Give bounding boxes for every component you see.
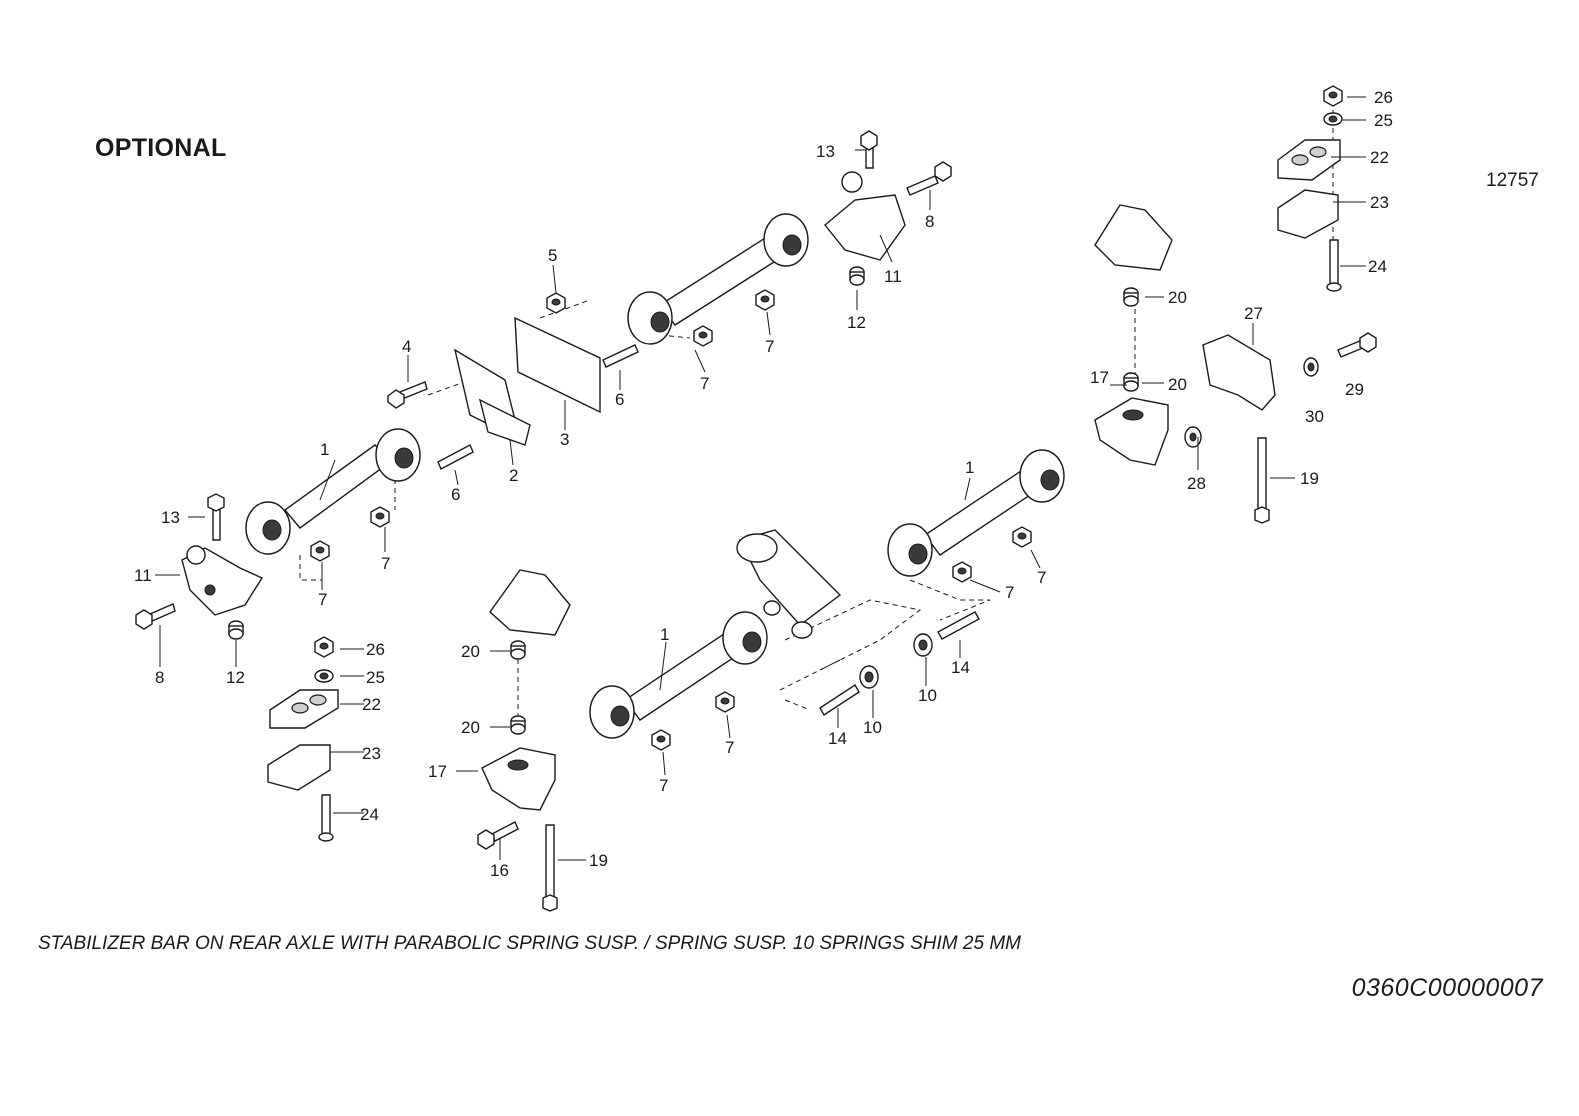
callout-14-a: 14: [828, 729, 847, 748]
callout-20-b: 20: [1168, 375, 1187, 394]
callout-7-g: 7: [1037, 568, 1046, 587]
callout-2: 2: [509, 466, 518, 485]
callout-29: 29: [1345, 380, 1364, 399]
callout-leaders: [155, 96, 1366, 861]
callout-8-top: 8: [925, 212, 934, 231]
callout-7-c: 7: [381, 554, 390, 573]
callout-3: 3: [560, 430, 569, 449]
bump-stop-right: [1094, 204, 1173, 271]
reference-number: 12757: [1486, 170, 1539, 191]
callout-25-right: 25: [1374, 111, 1393, 130]
callout-7-b: 7: [765, 337, 774, 356]
callout-26-right: 26: [1374, 88, 1393, 107]
stabilizer-rod-lower-middle: [589, 611, 768, 739]
callout-20-d: 20: [461, 718, 480, 737]
axle-tube-section: [736, 529, 842, 639]
callout-23-left: 23: [362, 744, 381, 763]
callout-8-left: 8: [155, 668, 164, 687]
callout-24-right: 24: [1368, 257, 1387, 276]
callout-28: 28: [1187, 474, 1206, 493]
callout-7-h: 7: [1005, 583, 1014, 602]
callout-19-center: 19: [589, 851, 608, 870]
bolts-and-studs: [135, 130, 1377, 912]
nuts-washers-bushings: [228, 85, 1343, 751]
stabilizer-rod-lower-right: [887, 449, 1065, 577]
callout-7-a: 7: [700, 374, 709, 393]
optional-label: OPTIONAL: [95, 134, 227, 162]
callout-13-left: 13: [161, 508, 180, 527]
callout-7-d: 7: [318, 590, 327, 609]
callout-10-b: 10: [918, 686, 937, 705]
callout-22-right: 22: [1370, 148, 1389, 167]
spacer-blocks-right: [1277, 139, 1341, 239]
callout-7-e: 7: [725, 738, 734, 757]
callout-4: 4: [402, 337, 411, 356]
callout-19-right: 19: [1300, 469, 1319, 488]
callout-13-top: 13: [816, 142, 835, 161]
diagram-caption: STABILIZER BAR ON REAR AXLE WITH PARABOL…: [38, 933, 1021, 954]
callout-12-top: 12: [847, 313, 866, 332]
callout-numbers: 26 25 22 23 24 20 20 17 27 28 19 29 30 1…: [134, 88, 1393, 880]
callout-17-center: 17: [428, 762, 447, 781]
callout-26-left: 26: [366, 640, 385, 659]
callout-10-a: 10: [863, 718, 882, 737]
callout-7-f: 7: [659, 776, 668, 795]
callout-20-a: 20: [1168, 288, 1187, 307]
callout-12-left: 12: [226, 668, 245, 687]
callout-11-top: 11: [884, 267, 902, 286]
drawing-code: 0360C00000007: [1351, 974, 1543, 1002]
bracket-17-center: [481, 747, 556, 811]
callout-23-right: 23: [1370, 193, 1389, 212]
callout-24-left: 24: [360, 805, 379, 824]
callout-1-lower: 1: [660, 625, 669, 644]
bracket-17-right: [1094, 397, 1169, 466]
callout-20-c: 20: [461, 642, 480, 661]
callout-17-right: 17: [1090, 368, 1109, 387]
callout-16: 16: [490, 861, 509, 880]
callout-5: 5: [548, 246, 557, 265]
bump-stop-center: [489, 569, 571, 636]
callout-11-left: 11: [134, 566, 152, 585]
callout-6-a: 6: [615, 390, 624, 409]
callout-27: 27: [1244, 304, 1263, 323]
stabilizer-rod-upper-left: [245, 428, 421, 555]
stabilizer-rod-upper-middle: [627, 213, 809, 345]
spacer-blocks-left: [267, 689, 339, 791]
bracket-11-top: [824, 171, 906, 261]
callout-6-b: 6: [451, 485, 460, 504]
callout-25-left: 25: [366, 668, 385, 687]
callout-30: 30: [1305, 407, 1324, 426]
bracket-11-left: [181, 545, 264, 616]
mounting-plates-2-3: [453, 316, 601, 446]
callout-1-right: 1: [965, 458, 974, 477]
assembly-guide-lines: [299, 110, 1334, 725]
plate-27: [1202, 334, 1276, 411]
callout-22-left: 22: [362, 695, 381, 714]
callout-1-upper: 1: [320, 440, 329, 459]
callout-14-b: 14: [951, 658, 970, 677]
